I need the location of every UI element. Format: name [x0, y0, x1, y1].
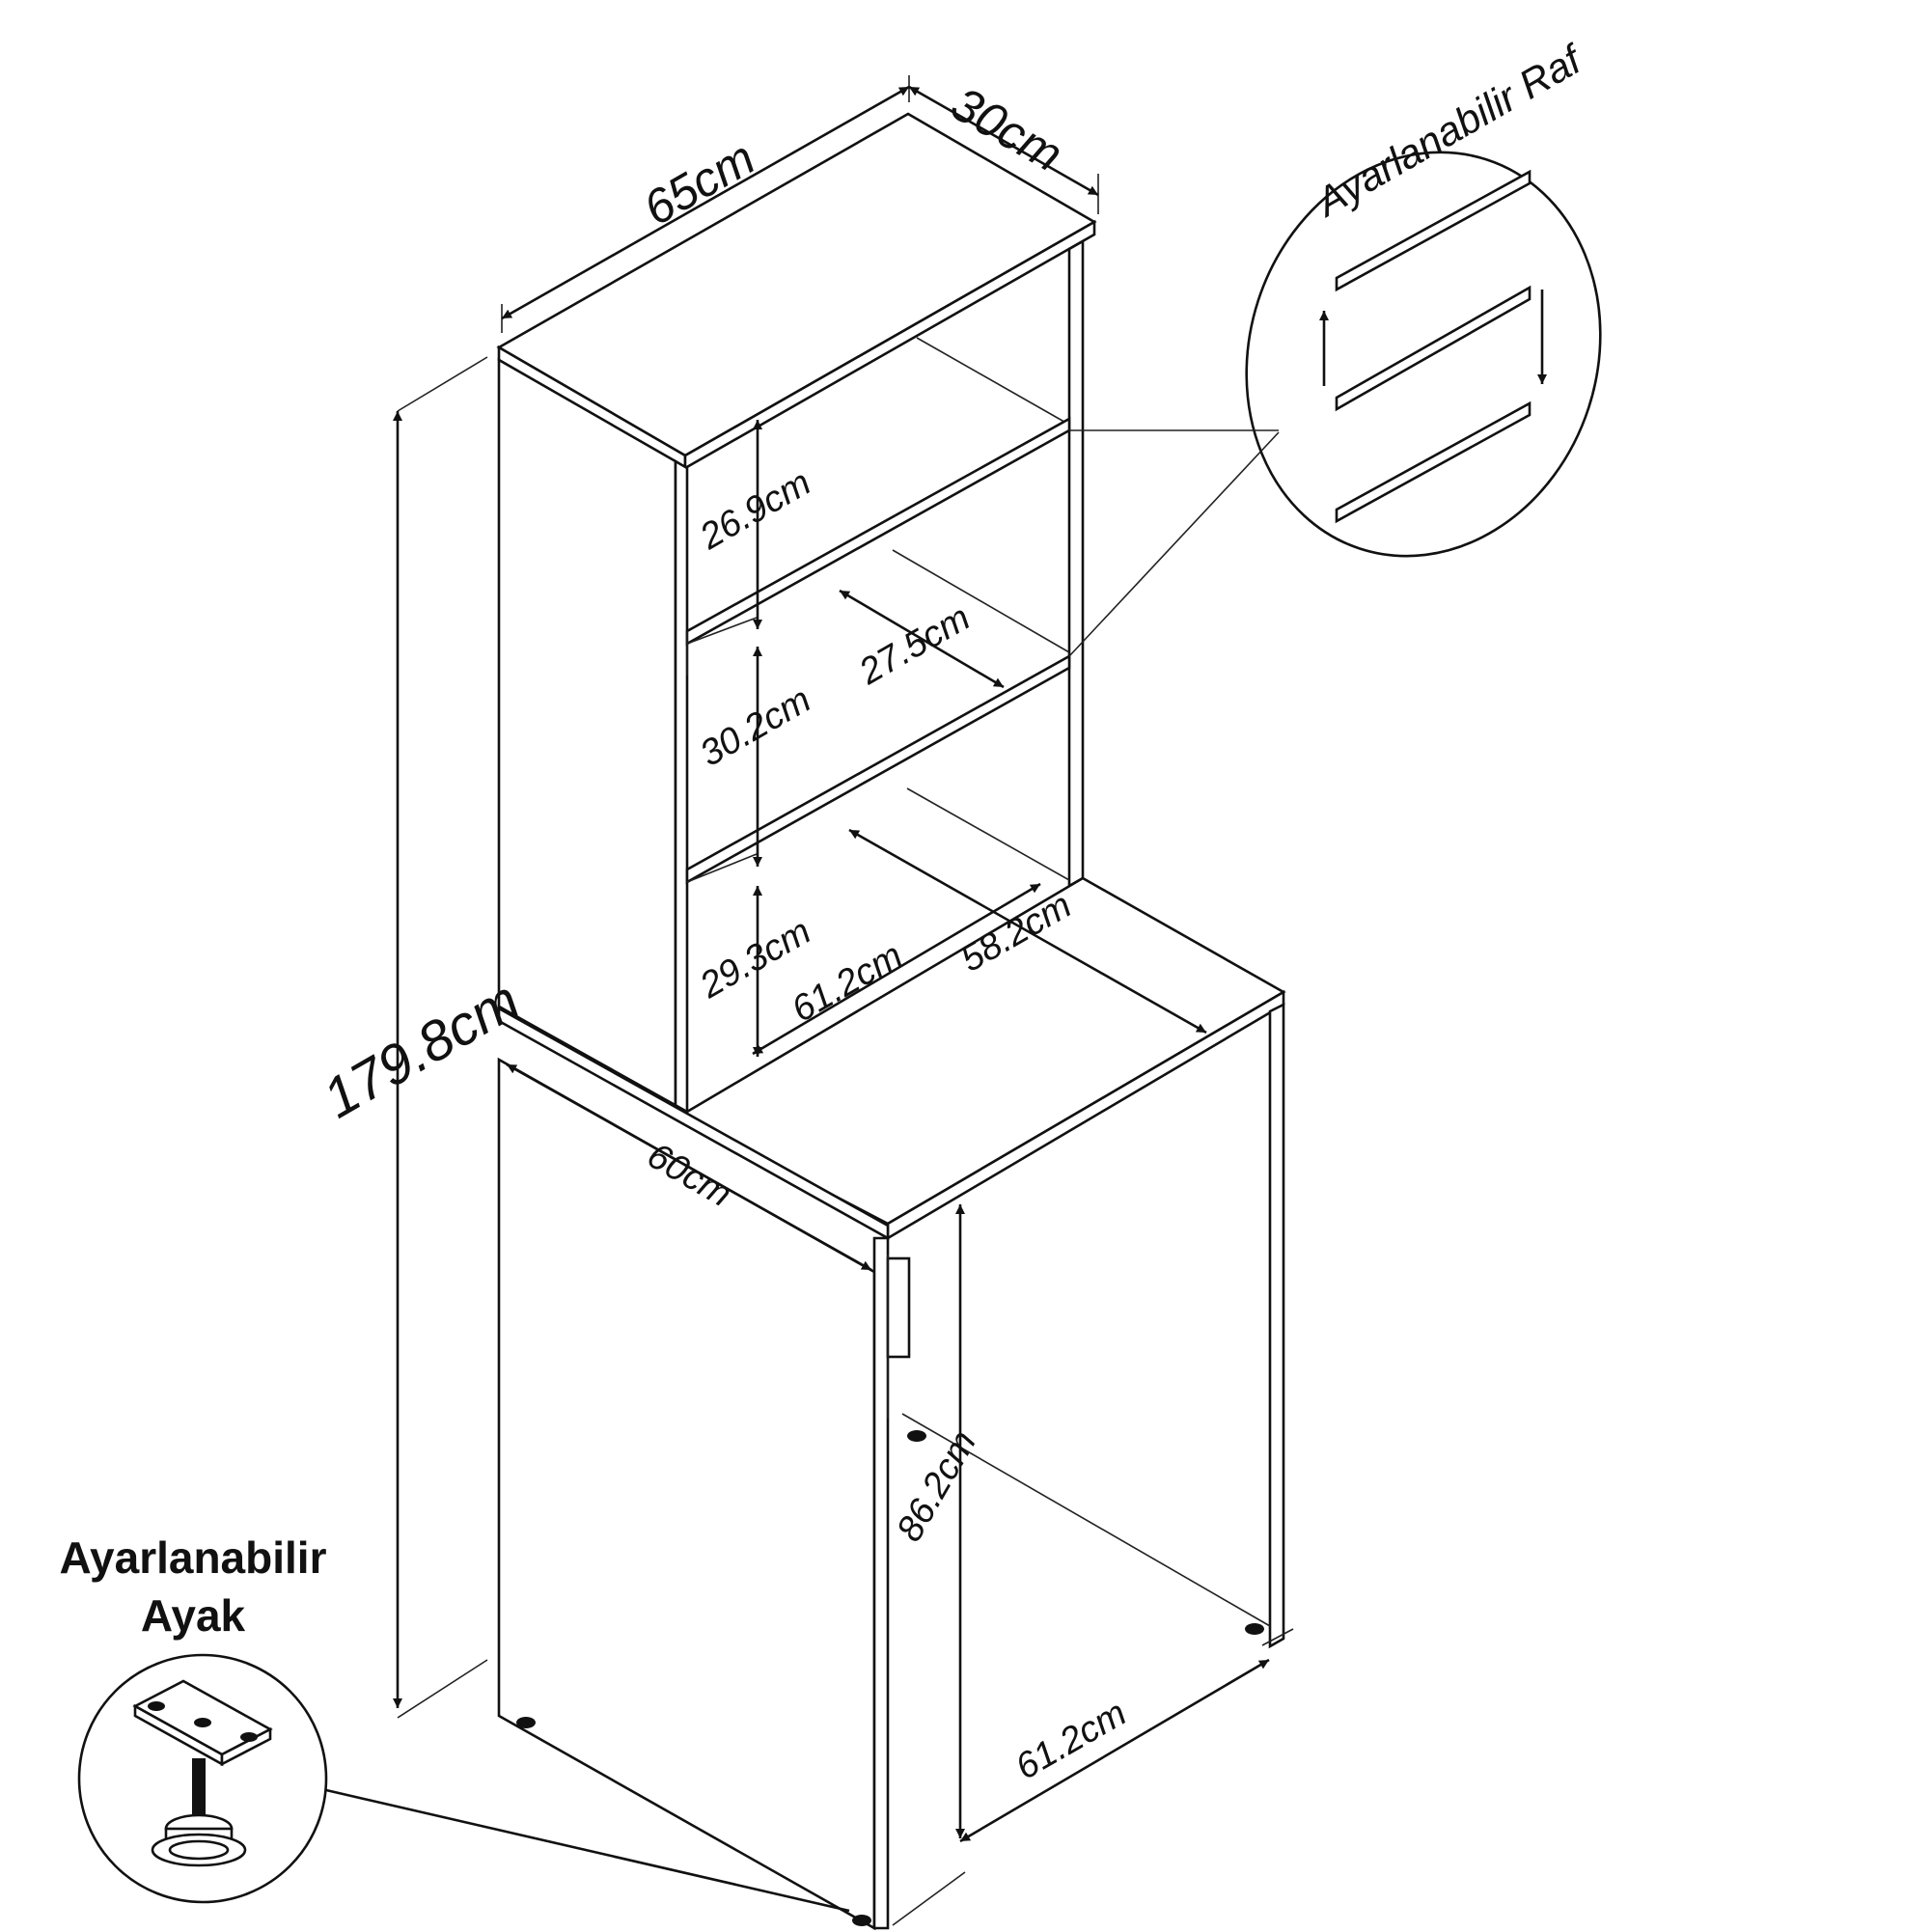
hutch-right-panel [1067, 238, 1085, 889]
hutch [496, 112, 1097, 1114]
adjustable-shelf-callout: Ayarlanabilir Raf [1068, 35, 1602, 657]
foot-callout-line1: Ayarlanabilir [60, 1532, 327, 1583]
dim-total-height: 179.8cm [313, 969, 530, 1131]
dim-shelf-depth: 27.5cm [852, 597, 978, 693]
foot-front-left [516, 1717, 536, 1728]
right-leg-panel [1268, 1002, 1285, 1649]
dim-base-width: 61.2cm [1009, 1693, 1134, 1788]
dim-shelf-gap-1: 26.9cm [693, 462, 818, 558]
foot-back-right [1245, 1623, 1264, 1635]
foot-back-left [907, 1430, 926, 1442]
adjustable-foot-icon [132, 1679, 273, 1867]
foot-detail-circle [77, 1653, 328, 1904]
cabinet-handle [886, 1256, 911, 1359]
hutch-top-board-side-edge [683, 219, 1096, 471]
dim-leg-height: 86.2cm [889, 1424, 984, 1549]
hutch-left-panel [497, 357, 677, 1111]
foot-front-right [852, 1915, 871, 1926]
foot-callout-line2: Ayak [141, 1590, 246, 1641]
dim-shelf-gap-2: 30.2cm [694, 679, 818, 775]
hutch-left-panel-edge [674, 458, 689, 1114]
adjustable-foot-callout: Ayarlanabilir Ayak [60, 1532, 850, 1913]
cabinet-front-edge [872, 1236, 890, 1930]
shelf-detail-circle [1245, 151, 1602, 558]
dimension-lines [393, 75, 1294, 1926]
hutch-shelf-2 [685, 653, 1071, 885]
